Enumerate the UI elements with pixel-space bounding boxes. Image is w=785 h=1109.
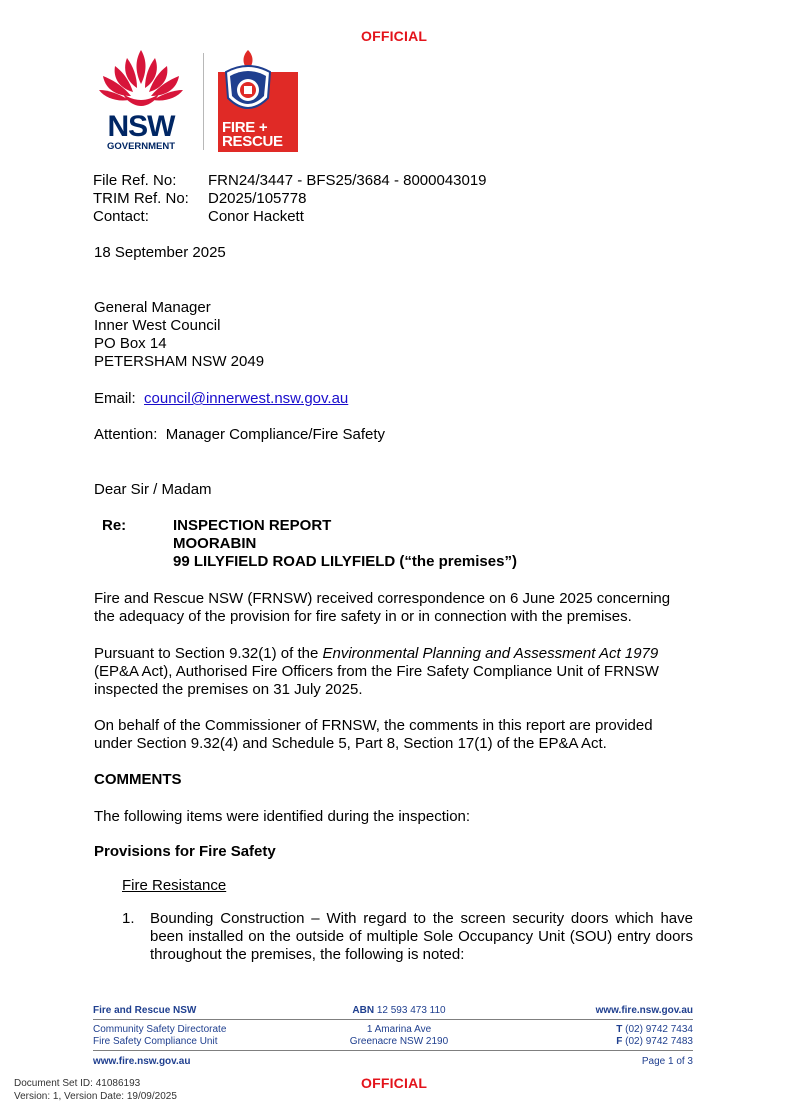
svg-text:NSW: NSW [108, 110, 177, 143]
classification-label-top: OFFICIAL [361, 28, 428, 44]
letter-date: 18 September 2025 [94, 244, 226, 261]
fire-rescue-wordmark: FIRE + RESCUE [222, 119, 283, 150]
email-label: Email: [94, 390, 136, 407]
footer-directorate: Community Safety Directorate [93, 1024, 227, 1035]
paragraph-pursuant-line: (EP&A Act), Authorised Fire Officers fro… [94, 663, 659, 680]
ref-value-contact: Conor Hackett [208, 208, 304, 225]
footer-fax: F (02) 9742 7483 [616, 1036, 693, 1047]
footer-address-2: Greenacre NSW 2190 [349, 1036, 449, 1047]
paragraph-commissioner-line: under Section 9.32(4) and Schedule 5, Pa… [94, 735, 607, 752]
government-text: GOVERNMENT [107, 141, 175, 152]
fire-rescue-crest-icon [218, 50, 278, 122]
attention-value: Manager Compliance/Fire Safety [165, 426, 385, 443]
footer-abn: ABN 12 593 473 110 [352, 1005, 446, 1016]
document-version: Version: 1, Version Date: 19/09/2025 [14, 1091, 177, 1102]
footer-unit: Fire Safety Compliance Unit [93, 1036, 218, 1047]
attention-label: Attention: [94, 426, 158, 443]
ref-value-trim: D2025/105778 [208, 190, 307, 207]
footer-phone: T (02) 9742 7434 [616, 1024, 693, 1035]
ref-label-file: File Ref. No: [93, 172, 177, 189]
salutation: Dear Sir / Madam [94, 481, 212, 498]
comments-heading: COMMENTS [94, 771, 182, 788]
footer-address-1: 1 Amarina Ave [366, 1024, 432, 1035]
provisions-heading: Provisions for Fire Safety [94, 843, 276, 860]
classification-label-bottom: OFFICIAL [361, 1075, 428, 1091]
list-item-text: Bounding Construction – With regard to t… [150, 910, 693, 963]
logo-divider [203, 53, 204, 150]
page-footer: Fire and Rescue NSW ABN 12 593 473 110 w… [93, 1005, 693, 1067]
email-row: Email: council@innerwest.nsw.gov.au [94, 390, 348, 408]
footer-website-bottom[interactable]: www.fire.nsw.gov.au [93, 1056, 191, 1067]
recipient-line: Inner West Council [94, 317, 221, 334]
nsw-government-logo: NSW GOVERNMENT [93, 48, 189, 152]
recipient-line: PO Box 14 [94, 335, 167, 352]
re-line-building: MOORABIN [173, 535, 257, 552]
waratah-icon: NSW GOVERNMENT [99, 50, 183, 152]
recipient-line: PETERSHAM NSW 2049 [94, 353, 265, 370]
paragraph-correspondence-line: the adequacy of the provision for fire s… [94, 608, 632, 625]
email-link[interactable]: council@innerwest.nsw.gov.au [144, 390, 349, 407]
footer-org: Fire and Rescue NSW [93, 1005, 197, 1016]
paragraph-pursuant-line: inspected the premises on 31 July 2025. [94, 681, 363, 698]
ref-value-file: FRN24/3447 - BFS25/3684 - 8000043019 [208, 172, 487, 189]
document-set-id: Document Set ID: 41086193 [14, 1078, 141, 1089]
footer-divider [93, 1050, 693, 1051]
paragraph-commissioner-line: On behalf of the Commissioner of FRNSW, … [94, 717, 653, 734]
re-label: Re: [102, 517, 127, 534]
act-title: Environmental Planning and Assessment Ac… [322, 645, 659, 662]
fire-resistance-subheading: Fire Resistance [122, 877, 227, 894]
page-number: Page 1 of 3 [641, 1056, 693, 1067]
attention-row: Attention: Manager Compliance/Fire Safet… [94, 426, 385, 444]
re-line-address: 99 LILYFIELD ROAD LILYFIELD (“the premis… [173, 553, 517, 570]
paragraph-pursuant-line: Pursuant to Section 9.32(1) of the Envir… [94, 645, 659, 662]
footer-website-top[interactable]: www.fire.nsw.gov.au [595, 1005, 693, 1016]
comments-intro: The following items were identified duri… [94, 808, 471, 825]
list-item-number: 1. [122, 910, 135, 927]
re-line-title: INSPECTION REPORT [173, 517, 332, 534]
ref-label-contact: Contact: [93, 208, 149, 225]
ref-label-trim: TRIM Ref. No: [93, 190, 189, 207]
paragraph-correspondence-line: Fire and Rescue NSW (FRNSW) received cor… [94, 590, 671, 607]
footer-divider [93, 1019, 693, 1020]
recipient-line: General Manager [94, 299, 211, 316]
